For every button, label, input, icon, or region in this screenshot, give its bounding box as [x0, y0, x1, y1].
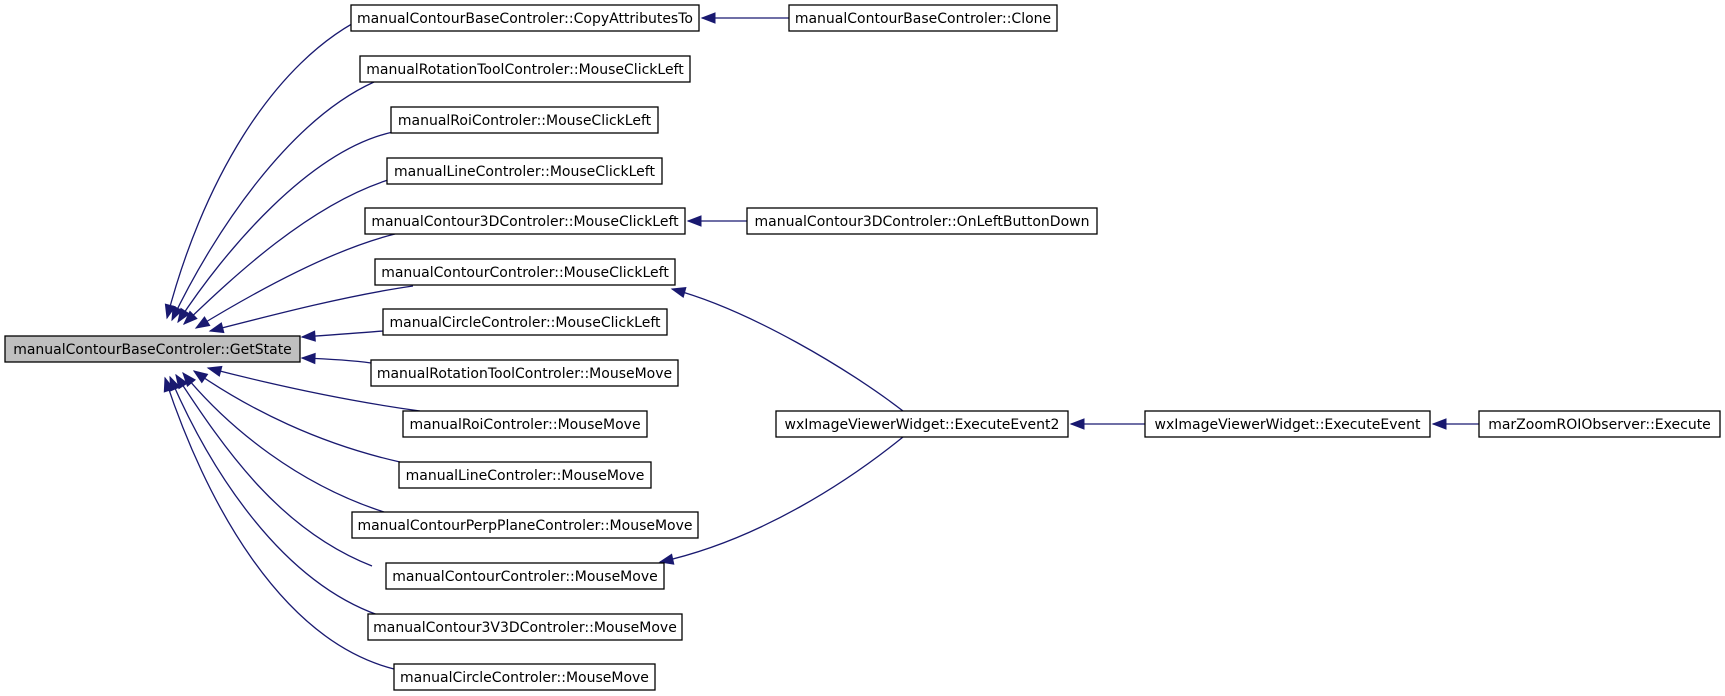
node-c3d_onleft[interactable]: manualContour3DControler::OnLeftButtonDo… — [746, 207, 1098, 235]
node-circle_move[interactable]: manualCircleControler::MouseMove — [393, 663, 656, 691]
nodes-layer: manualContourBaseControler::GetStatemanu… — [4, 4, 1721, 691]
edge-rot_click-to-getstate — [171, 81, 375, 321]
node-perp_move[interactable]: manualContourPerpPlaneControler::MouseMo… — [351, 511, 699, 539]
edge-roi_move-to-getstate — [207, 367, 421, 412]
node-label: manualContour3DControler::OnLeftButtonDo… — [755, 214, 1090, 230]
edge-exec2-to-contour_move — [659, 436, 904, 563]
edge-roi_click-to-getstate — [177, 131, 394, 323]
arrowhead-getstate — [171, 305, 183, 322]
arrowhead-exec2 — [1069, 418, 1085, 430]
node-label: manualLineControler::MouseClickLeft — [394, 164, 655, 180]
edge-c3d_click-to-getstate — [195, 233, 396, 329]
node-box[interactable] — [359, 55, 691, 83]
arrowhead-contour_move — [658, 553, 675, 565]
node-c3v3d_move[interactable]: manualContour3V3DControler::MouseMove — [367, 613, 683, 641]
node-box[interactable] — [775, 410, 1069, 438]
node-label: manualLineControler::MouseMove — [406, 468, 645, 484]
arrowhead-getstate — [182, 310, 198, 325]
node-label: wxImageViewerWidget::ExecuteEvent — [1155, 417, 1422, 433]
node-box[interactable] — [367, 613, 683, 641]
node-label: manualContourBaseControler::CopyAttribut… — [357, 11, 693, 27]
edge-contour_click-to-getstate — [209, 285, 414, 332]
arrowhead-getstate — [300, 352, 316, 365]
edge-perp_move-to-getstate — [182, 372, 385, 513]
node-label: manualContour3DControler::MouseClickLeft — [371, 214, 679, 230]
node-label: manualContourControler::MouseMove — [392, 569, 657, 585]
arrowhead-c3d_click — [686, 215, 702, 227]
node-label: manualCircleControler::MouseClickLeft — [389, 315, 661, 331]
arrowhead-getstate — [192, 370, 209, 384]
arrowhead-copyattr — [700, 12, 716, 24]
edge-circle_move-to-getstate — [164, 377, 395, 670]
edge-c3v3d_move-to-getstate — [169, 376, 379, 616]
arrowhead-getstate — [208, 322, 225, 334]
node-getstate[interactable]: manualContourBaseControler::GetState — [4, 335, 301, 363]
node-box[interactable] — [386, 157, 663, 185]
node-box[interactable] — [4, 335, 301, 363]
arrowhead-getstate — [194, 316, 211, 329]
edge-line_click-to-getstate — [183, 179, 389, 325]
node-copyattr[interactable]: manualContourBaseControler::CopyAttribut… — [350, 4, 700, 32]
node-box[interactable] — [746, 207, 1098, 235]
arrowhead-getstate — [177, 307, 191, 324]
node-label: manualContourBaseControler::GetState — [13, 342, 292, 358]
arrowhead-getstate — [300, 330, 316, 342]
node-clone[interactable]: manualContourBaseControler::Clone — [788, 4, 1058, 32]
edge-exec2-to-contour_click — [671, 288, 904, 412]
node-label: marZoomROIObserver::Execute — [1488, 417, 1711, 433]
node-exec[interactable]: wxImageViewerWidget::ExecuteEvent — [1144, 410, 1431, 438]
node-label: manualContourControler::MouseClickLeft — [381, 265, 669, 281]
node-c3d_click[interactable]: manualContour3DControler::MouseClickLeft — [364, 207, 686, 235]
node-roi_move[interactable]: manualRoiControler::MouseMove — [402, 410, 648, 438]
node-box[interactable] — [374, 258, 676, 286]
node-label: manualContour3V3DControler::MouseMove — [373, 620, 677, 636]
node-line_click[interactable]: manualLineControler::MouseClickLeft — [386, 157, 663, 185]
node-contour_move[interactable]: manualContourControler::MouseMove — [385, 562, 665, 590]
node-circle_click[interactable]: manualCircleControler::MouseClickLeft — [382, 308, 668, 336]
node-rot_click[interactable]: manualRotationToolControler::MouseClickL… — [359, 55, 691, 83]
node-label: manualContourBaseControler::Clone — [795, 11, 1051, 27]
node-box[interactable] — [382, 308, 668, 336]
arrowhead-contour_click — [670, 286, 687, 299]
node-box[interactable] — [788, 4, 1058, 32]
edge-line_move-to-getstate — [193, 370, 401, 463]
node-rot_move[interactable]: manualRotationToolControler::MouseMove — [370, 359, 679, 387]
node-box[interactable] — [393, 663, 656, 691]
node-label: wxImageViewerWidget::ExecuteEvent2 — [785, 417, 1060, 433]
node-label: manualContourPerpPlaneControler::MouseMo… — [357, 518, 692, 534]
arrowhead-getstate — [206, 365, 223, 377]
node-label: manualRoiControler::MouseClickLeft — [398, 113, 652, 129]
node-box[interactable] — [385, 562, 665, 590]
node-marzoom[interactable]: marZoomROIObserver::Execute — [1478, 410, 1721, 438]
node-label: manualRotationToolControler::MouseMove — [377, 366, 672, 382]
node-box[interactable] — [364, 207, 686, 235]
node-contour_click[interactable]: manualContourControler::MouseClickLeft — [374, 258, 676, 286]
node-box[interactable] — [1144, 410, 1431, 438]
node-box[interactable] — [390, 106, 659, 134]
arrowhead-exec — [1431, 418, 1447, 430]
node-label: manualCircleControler::MouseMove — [400, 670, 649, 686]
node-label: manualRotationToolControler::MouseClickL… — [366, 62, 684, 78]
node-box[interactable] — [370, 359, 679, 387]
node-line_move[interactable]: manualLineControler::MouseMove — [398, 461, 652, 489]
arrowhead-getstate — [163, 376, 175, 393]
edge-copyattr-to-getstate — [166, 13, 372, 319]
arrowhead-getstate — [182, 371, 197, 388]
node-box[interactable] — [1478, 410, 1721, 438]
node-box[interactable] — [351, 511, 699, 539]
node-box[interactable] — [398, 461, 652, 489]
edge-contour_move-to-getstate — [175, 374, 373, 567]
node-label: manualRoiControler::MouseMove — [409, 417, 640, 433]
node-box[interactable] — [350, 4, 700, 32]
edges-layer — [163, 12, 1479, 670]
arrowhead-getstate — [175, 373, 189, 390]
node-roi_click[interactable]: manualRoiControler::MouseClickLeft — [390, 106, 659, 134]
node-exec2[interactable]: wxImageViewerWidget::ExecuteEvent2 — [775, 410, 1069, 438]
node-box[interactable] — [402, 410, 648, 438]
